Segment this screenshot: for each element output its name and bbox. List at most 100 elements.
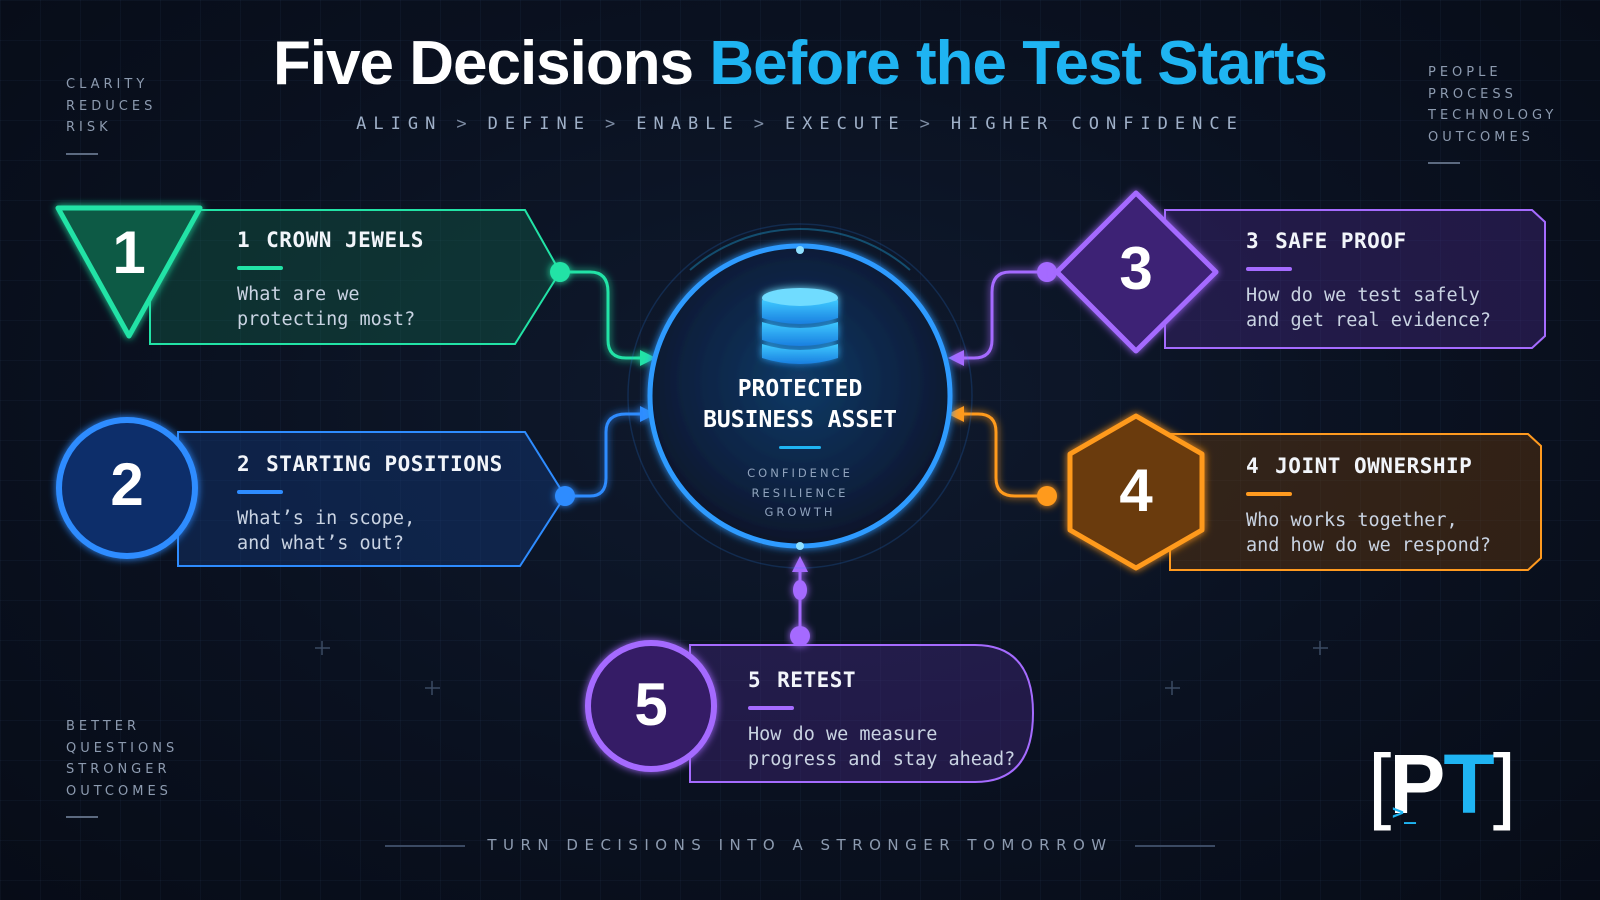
step-separator: >: [456, 114, 474, 134]
card-rule: [237, 266, 283, 270]
step-separator: >: [919, 114, 937, 134]
card-title: 1 CROWN JEWELS: [237, 228, 424, 252]
card-question: What are we protecting most?: [237, 284, 416, 330]
footer-text: TURN DECISIONS INTO A STRONGER TOMORROW: [487, 836, 1113, 854]
corner-rule: [66, 816, 98, 818]
center-rule: [779, 446, 821, 449]
central-hub: [627, 223, 973, 569]
corner-text: REDUCES: [66, 98, 157, 114]
corner-text: STRONGER: [66, 762, 171, 777]
logo-letter-t: T: [1443, 737, 1494, 831]
card-question: How do we measure progress and stay ahea…: [748, 724, 1016, 770]
badge-3-diamond: [1054, 190, 1219, 354]
logo-prompt: >_: [1392, 800, 1417, 824]
corner-text: BETTER: [66, 719, 141, 734]
logo-letter-p: P: [1389, 737, 1445, 831]
corner-rule: [1428, 162, 1460, 164]
corner-top-right: PEOPLE PROCESS TECHNOLOGY OUTCOMES: [1428, 62, 1557, 164]
card-panel-5: [689, 644, 1035, 783]
corner-text: PROCESS: [1428, 86, 1517, 102]
step-execute: EXECUTE: [784, 114, 906, 134]
title-part-blue: Before the Test Starts: [709, 29, 1328, 98]
badge-4-hexagon: [1067, 413, 1205, 571]
card-number: 5: [748, 668, 762, 692]
connector-5: [790, 556, 810, 646]
badge-5-circle: [585, 640, 717, 772]
connector-2: [555, 406, 656, 506]
connector-3: [948, 262, 1057, 366]
footer-line-right: [1134, 844, 1215, 847]
card-panel-1: [149, 209, 562, 345]
card-rule: [237, 490, 283, 494]
center-tag: GROWTH: [764, 505, 836, 519]
title-part-white: Five Decisions: [272, 29, 694, 98]
card-joint-ownership: 4 JOINT OWNERSHIP Who works together, and…: [1246, 454, 1491, 558]
card-question: How do we test safely and get real evide…: [1246, 285, 1492, 331]
corner-text: OUTCOMES: [1428, 129, 1534, 145]
corner-rule: [66, 152, 98, 155]
card-number: 3: [1246, 229, 1260, 253]
card-crown-jewels: 1 CROWN JEWELS What are we protecting mos…: [237, 228, 424, 332]
card-title-text: RETEST: [777, 668, 857, 692]
card-number: 1: [237, 228, 251, 252]
card-title: 2 STARTING POSITIONS: [237, 452, 503, 476]
badge-number-1: 1: [112, 219, 146, 286]
corner-top-left: CLARITY REDUCES RISK: [66, 74, 156, 155]
footer-tagline: TURN DECISIONS INTO A STRONGER TOMORROW: [0, 836, 1600, 854]
step-define: DEFINE: [487, 114, 592, 134]
card-number: 4: [1246, 454, 1260, 478]
process-steps: ALIGN > DEFINE > ENABLE > EXECUTE > HIGHER CONFI…: [0, 114, 1600, 134]
corner-text: OUTCOMES: [66, 783, 172, 799]
card-panel-3: [1164, 209, 1546, 349]
badge-number-3: 3: [1119, 235, 1153, 302]
card-panel-2: [177, 431, 567, 567]
card-starting-positions: 2 STARTING POSITIONS What’s in scope, and…: [237, 452, 503, 556]
connector-4: [948, 406, 1057, 506]
card-title: 5 RETEST: [748, 668, 1015, 692]
card-rule: [748, 706, 794, 710]
database-icon: [762, 288, 838, 364]
pt-logo: [PT]: [1368, 742, 1516, 826]
center-tag: CONFIDENCE: [747, 466, 853, 480]
corner-text: TECHNOLOGY: [1428, 108, 1558, 123]
card-title-text: JOINT OWNERSHIP: [1275, 454, 1473, 478]
badge-number-2: 2: [110, 451, 144, 518]
card-rule: [1246, 492, 1292, 496]
card-safe-proof: 3 SAFE PROOF How do we test safely and ge…: [1246, 229, 1491, 333]
logo-bracket-left: [: [1368, 737, 1391, 831]
sparkle-decorations: [315, 641, 1328, 695]
step-enable: ENABLE: [636, 114, 740, 134]
center-tags: CONFIDENCE RESILIENCE GROWTH: [700, 464, 900, 523]
badge-1-triangle: [55, 205, 203, 339]
connector-1: [550, 262, 656, 366]
corner-text: CLARITY: [66, 77, 149, 92]
center-title: PROTECTED BUSINESS ASSET: [703, 376, 897, 433]
card-question: What’s in scope, and what’s out?: [237, 508, 416, 554]
card-question: Who works together, and how do we respon…: [1246, 510, 1492, 556]
card-rule: [1246, 267, 1292, 271]
badge-number-5: 5: [634, 671, 668, 738]
card-number: 2: [237, 452, 251, 476]
card-panel-4: [1169, 433, 1542, 571]
footer-line-left: [385, 844, 466, 847]
corner-text: QUESTIONS: [66, 740, 179, 756]
center-tag: RESILIENCE: [751, 485, 849, 500]
page-title: Five Decisions Before the Test Starts: [0, 28, 1600, 99]
corner-text: PEOPLE: [1428, 65, 1502, 80]
badge-2-circle: [56, 417, 198, 559]
corner-bottom-left: BETTER QUESTIONS STRONGER OUTCOMES: [66, 716, 178, 818]
card-title-text: SAFE PROOF: [1275, 229, 1407, 253]
logo-bracket-right: ]: [1492, 737, 1516, 831]
step-separator: >: [605, 114, 623, 134]
badge-number-4: 4: [1119, 457, 1153, 524]
step-align: ALIGN: [356, 114, 443, 134]
card-title-text: CROWN JEWELS: [266, 228, 424, 252]
step-separator: >: [753, 114, 771, 134]
card-title-text: STARTING POSITIONS: [266, 452, 503, 476]
card-title: 4 JOINT OWNERSHIP: [1246, 454, 1491, 478]
corner-text: RISK: [66, 120, 112, 135]
card-retest: 5 RETEST How do we measure progress and s…: [748, 668, 1015, 772]
step-higher-confidence: HIGHER CONFIDENCE: [950, 114, 1244, 134]
card-title: 3 SAFE PROOF: [1246, 229, 1491, 253]
